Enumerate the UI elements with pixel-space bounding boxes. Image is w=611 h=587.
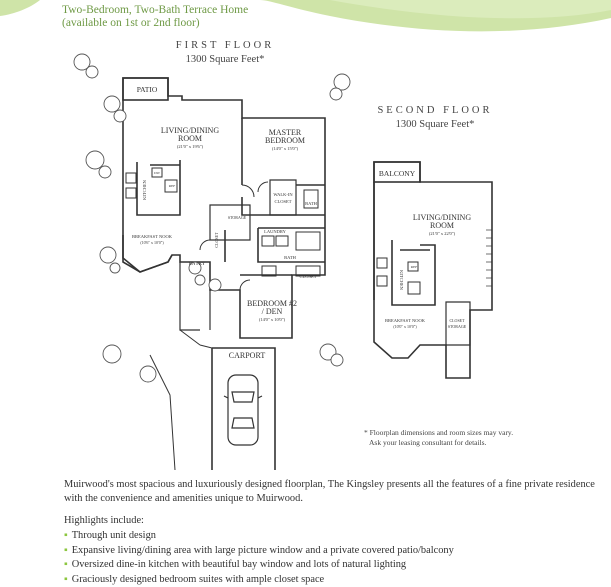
highlight-item: ▪Through unit design: [64, 529, 454, 544]
label-living-2f-dim: (21'0" x 22'0"): [429, 231, 456, 236]
label-master-2: BEDROOM: [265, 136, 305, 145]
label-bedroom-2-dim: (14'0" x 10'0"): [259, 317, 286, 322]
label-living-2: ROOM: [178, 134, 202, 143]
label-balcony: BALCONY: [379, 169, 416, 178]
bullet-icon: ▪: [64, 545, 68, 556]
label-ref-1: REF: [169, 184, 175, 188]
footnote: * Floorplan dimensions and room sizes ma…: [364, 428, 513, 447]
label-carport: CARPORT: [229, 351, 266, 360]
highlight-item: ▪Expansive living/dining area with large…: [64, 544, 454, 559]
label-closet-2: CLOSET: [299, 274, 316, 279]
label-breakfast: BREAKFAST NOOK: [132, 234, 173, 239]
label-storage: STORAGE: [228, 215, 247, 220]
floorplans: PATIO LIVING/DINING ROOM (21'0" x 19'6")…: [0, 0, 611, 470]
label-master-dim: (14'0" x 15'0"): [272, 146, 299, 151]
label-bath-2: BATH: [284, 255, 297, 260]
label-entry: ENTRY: [189, 262, 206, 267]
label-breakfast-2f-dim: (10'0" x 10'0"): [393, 324, 417, 329]
label-dw-1: DW: [154, 171, 161, 175]
highlight-item: ▪Oversized dine-in kitchen with beautifu…: [64, 558, 454, 573]
label-walk-in-closet: CLOSET: [274, 199, 291, 204]
bullet-icon: ▪: [64, 574, 68, 585]
label-breakfast-2f: BREAKFAST NOOK: [385, 318, 426, 323]
label-walk-in: WALK-IN: [273, 192, 293, 197]
label-living-dim: (21'0" x 19'6"): [177, 144, 204, 149]
label-closet-entry: CLOSET: [214, 232, 219, 248]
label-closet-storage-2: STORAGE: [448, 324, 467, 329]
bullet-icon: ▪: [64, 530, 68, 541]
plan-description: Muirwood's most spacious and luxuriously…: [64, 478, 604, 506]
car-icon: [224, 375, 262, 445]
highlight-item: ▪Graciously designed bedroom suites with…: [64, 573, 454, 587]
carport-outline: [212, 348, 275, 470]
label-bath-master: BATH: [305, 201, 318, 206]
label-living-2f-2: ROOM: [430, 221, 454, 230]
label-laundry: LAUNDRY: [264, 229, 287, 234]
highlights-list: ▪Through unit design ▪Expansive living/d…: [64, 529, 454, 587]
footnote-line2: Ask your leasing consultant for details.: [364, 438, 513, 448]
label-breakfast-dim: (10'6" x 10'0"): [140, 240, 164, 245]
shrub-icons: [74, 54, 350, 382]
bullet-icon: ▪: [64, 559, 68, 570]
label-bedroom-2-den: / DEN: [262, 307, 283, 316]
label-kitchen-2f: KITCHEN: [399, 270, 404, 290]
label-ref-2f: REF: [411, 265, 417, 269]
footnote-line1: * Floorplan dimensions and room sizes ma…: [364, 428, 513, 438]
label-kitchen: KITCHEN: [142, 179, 147, 199]
highlights-heading: Highlights include:: [64, 515, 144, 526]
label-closet-storage: CLOSET: [449, 318, 465, 323]
label-patio: PATIO: [137, 85, 158, 94]
